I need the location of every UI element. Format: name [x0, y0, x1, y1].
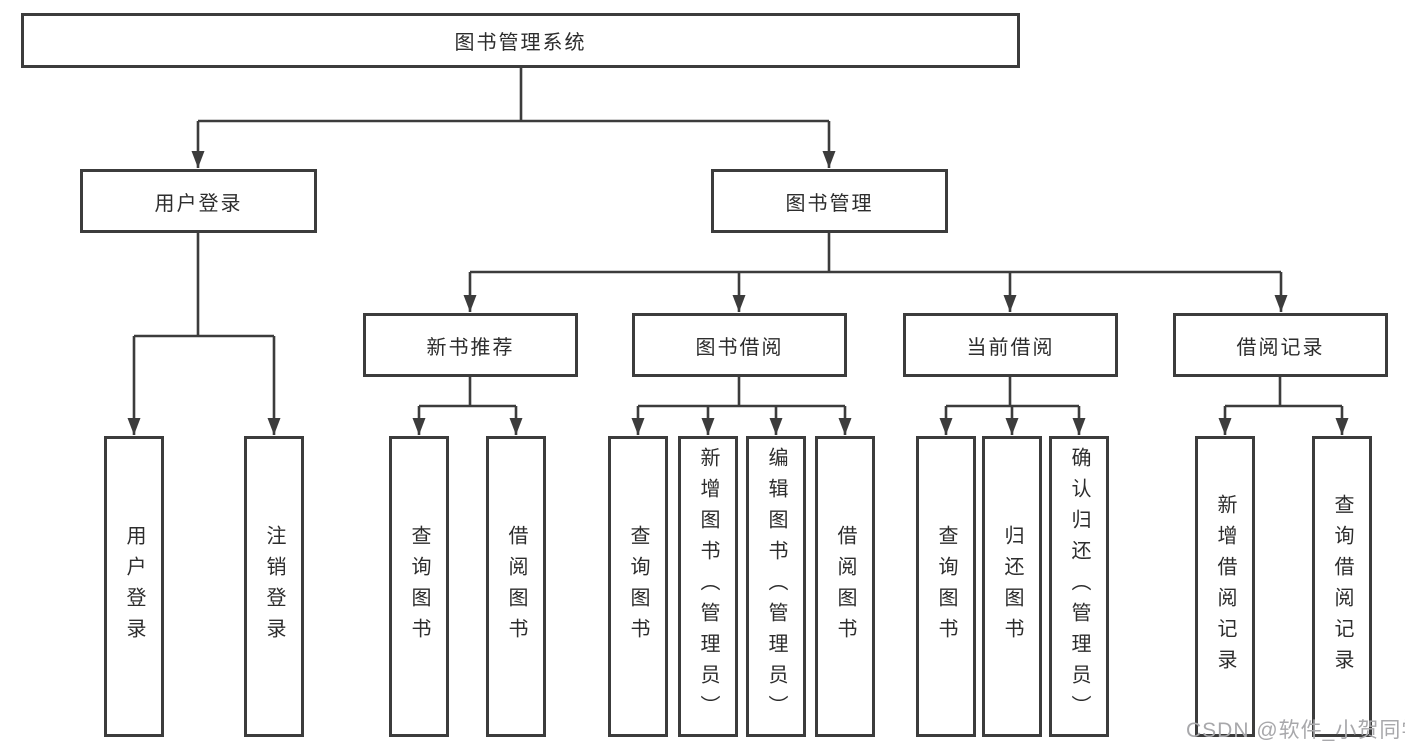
- leaf-br-add-borrow-record-label: 新增借阅记录: [1214, 493, 1236, 680]
- node-user-login-label: 用户登录: [154, 192, 243, 215]
- leaf-cb-return-books: 归还图书: [982, 436, 1042, 737]
- leaf-user-login-label: 用户登录: [123, 524, 145, 649]
- edges-book-management: [463, 233, 1288, 312]
- leaf-br-query-borrow-record: 查询借阅记录: [1312, 436, 1372, 737]
- leaf-logout-login: 注销登录: [244, 436, 304, 737]
- edges-borrowing-records: [1218, 377, 1349, 435]
- leaf-cb-return-books-label: 归还图书: [1001, 524, 1023, 649]
- leaf-cb-query-books: 查询图书: [916, 436, 976, 737]
- node-root-label: 图书管理系统: [454, 32, 587, 54]
- leaf-bb-borrow-books-label: 借阅图书: [834, 524, 856, 649]
- node-borrowing-records: 借阅记录: [1173, 313, 1388, 377]
- leaf-nbr-borrow-books-label: 借阅图书: [505, 524, 527, 649]
- node-borrowing-records-label: 借阅记录: [1236, 336, 1325, 359]
- leaf-logout-login-label: 注销登录: [263, 524, 285, 649]
- csdn-watermark: CSDN @软件_小贺同学: [1186, 719, 1405, 742]
- edges-current-borrowing: [939, 377, 1086, 435]
- node-book-management: 图书管理: [711, 169, 948, 233]
- node-root: 图书管理系统: [21, 13, 1020, 68]
- leaf-bb-query-books-label: 查询图书: [627, 524, 649, 649]
- node-new-book-recommendation: 新书推荐: [363, 313, 578, 377]
- node-user-login: 用户登录: [80, 169, 317, 233]
- leaf-cb-query-books-label: 查询图书: [935, 524, 957, 649]
- node-book-management-label: 图书管理: [785, 192, 874, 215]
- leaf-cb-confirm-return-admin-label: 确认归还（管理员）: [1068, 447, 1090, 726]
- edges-new-book-recommendation: [412, 377, 523, 435]
- node-current-borrowing-label: 当前借阅: [966, 336, 1055, 359]
- leaf-bb-add-book-admin: 新增图书（管理员）: [678, 436, 738, 737]
- leaf-bb-edit-book-admin-label: 编辑图书（管理员）: [765, 447, 787, 726]
- edges-book-borrowing: [631, 377, 852, 435]
- leaf-bb-add-book-admin-label: 新增图书（管理员）: [697, 447, 719, 726]
- node-book-borrowing: 图书借阅: [632, 313, 847, 377]
- node-book-borrowing-label: 图书借阅: [695, 336, 784, 359]
- leaf-user-login: 用户登录: [104, 436, 164, 737]
- leaf-nbr-borrow-books: 借阅图书: [486, 436, 546, 737]
- leaf-cb-confirm-return-admin: 确认归还（管理员）: [1049, 436, 1109, 737]
- node-current-borrowing: 当前借阅: [903, 313, 1118, 377]
- leaf-nbr-query-books-label: 查询图书: [408, 524, 430, 649]
- leaf-bb-query-books: 查询图书: [608, 436, 668, 737]
- leaf-nbr-query-books: 查询图书: [389, 436, 449, 737]
- edges-root: [191, 68, 836, 168]
- leaf-bb-borrow-books: 借阅图书: [815, 436, 875, 737]
- leaf-br-query-borrow-record-label: 查询借阅记录: [1331, 493, 1353, 680]
- leaf-br-add-borrow-record: 新增借阅记录: [1195, 436, 1255, 737]
- node-new-book-recommendation-label: 新书推荐: [426, 336, 515, 359]
- leaf-bb-edit-book-admin: 编辑图书（管理员）: [746, 436, 806, 737]
- edges-user-login: [127, 233, 281, 435]
